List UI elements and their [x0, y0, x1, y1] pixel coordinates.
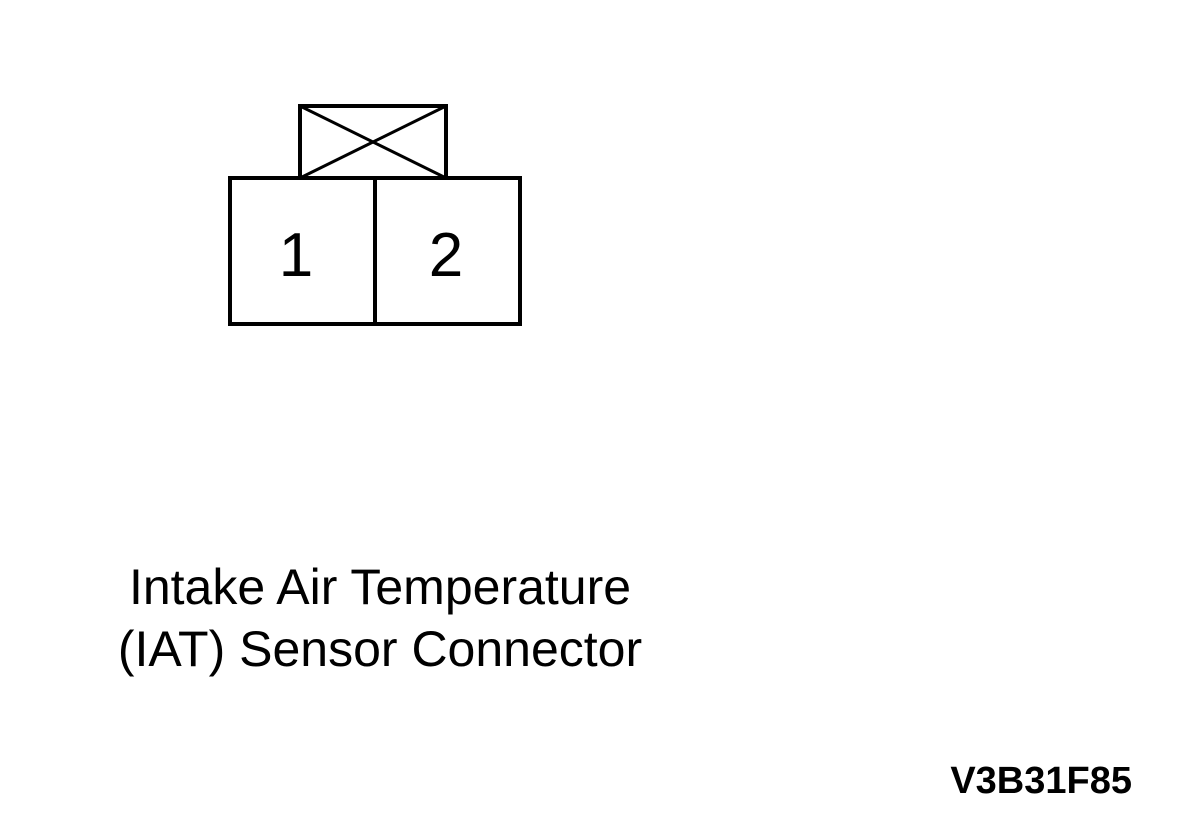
figure-code: V3B31F85: [950, 760, 1132, 802]
pin-1-label: 1: [279, 221, 313, 290]
caption-line-1: Intake Air Temperature: [128, 559, 632, 615]
connector-body: [228, 176, 522, 326]
lock-tab-cross-b: [299, 104, 447, 180]
connector-lock-tab: [298, 104, 448, 180]
connector-caption: Intake Air Temperature (IAT) Sensor Conn…: [60, 556, 700, 680]
caption-line-2: (IAT) Sensor Connector: [117, 621, 643, 677]
pin-2-label: 2: [429, 221, 463, 290]
